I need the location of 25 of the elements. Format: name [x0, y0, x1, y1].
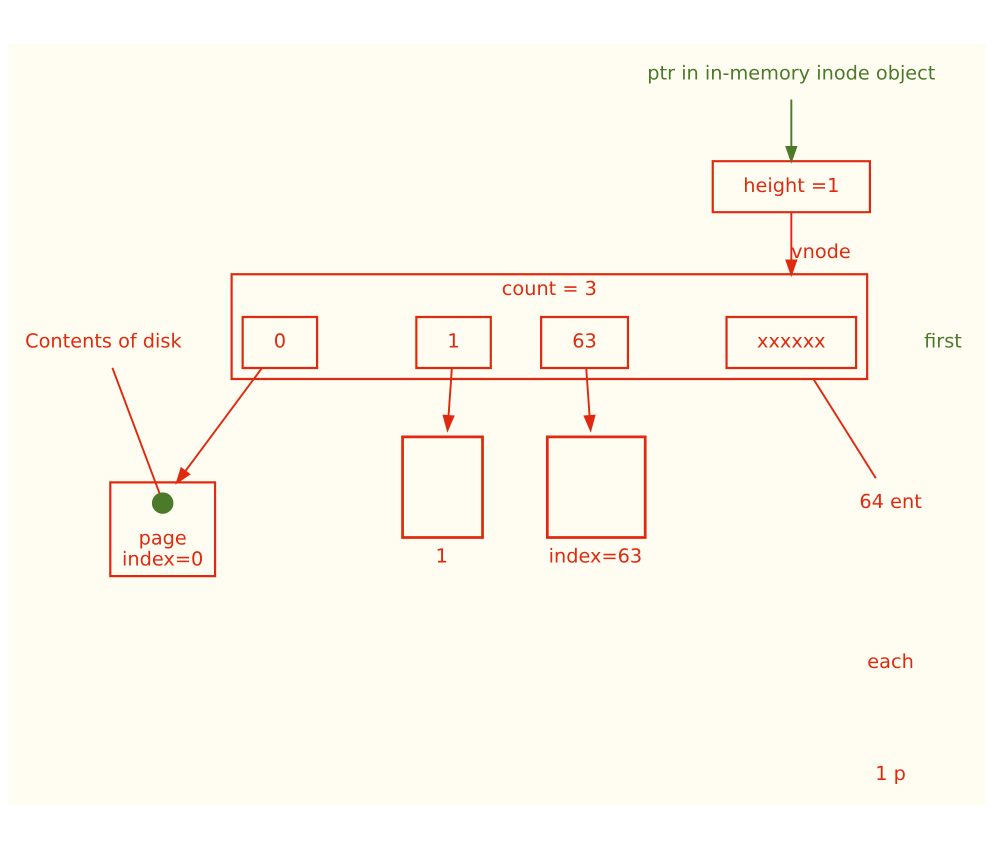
label: 1 p [875, 761, 906, 784]
connector [112, 366, 161, 494]
node-circle [152, 492, 174, 514]
node-box: 63 [540, 315, 630, 369]
arrow [442, 368, 455, 432]
node-box [401, 435, 484, 538]
arrow [583, 368, 596, 432]
node-box: xxxxxx [725, 315, 858, 369]
node-box: height =1 [712, 160, 872, 213]
node-text: ptr in in-memory inode object [647, 60, 936, 84]
arrow [785, 212, 798, 277]
node-label: index=63 [548, 544, 642, 568]
node-label: 1 [436, 544, 448, 568]
node-box: 0 [242, 315, 318, 369]
node-text: Contents of disk [25, 329, 182, 352]
node-label: page [138, 526, 187, 550]
connector [812, 378, 877, 478]
arrow [175, 367, 262, 484]
node-box: 1 [415, 315, 492, 369]
node-text: 64 ent [859, 490, 922, 513]
node-box [546, 435, 647, 538]
cluster [109, 480, 216, 577]
label: each [867, 650, 914, 673]
label: first [924, 329, 962, 352]
arrow [785, 99, 798, 164]
